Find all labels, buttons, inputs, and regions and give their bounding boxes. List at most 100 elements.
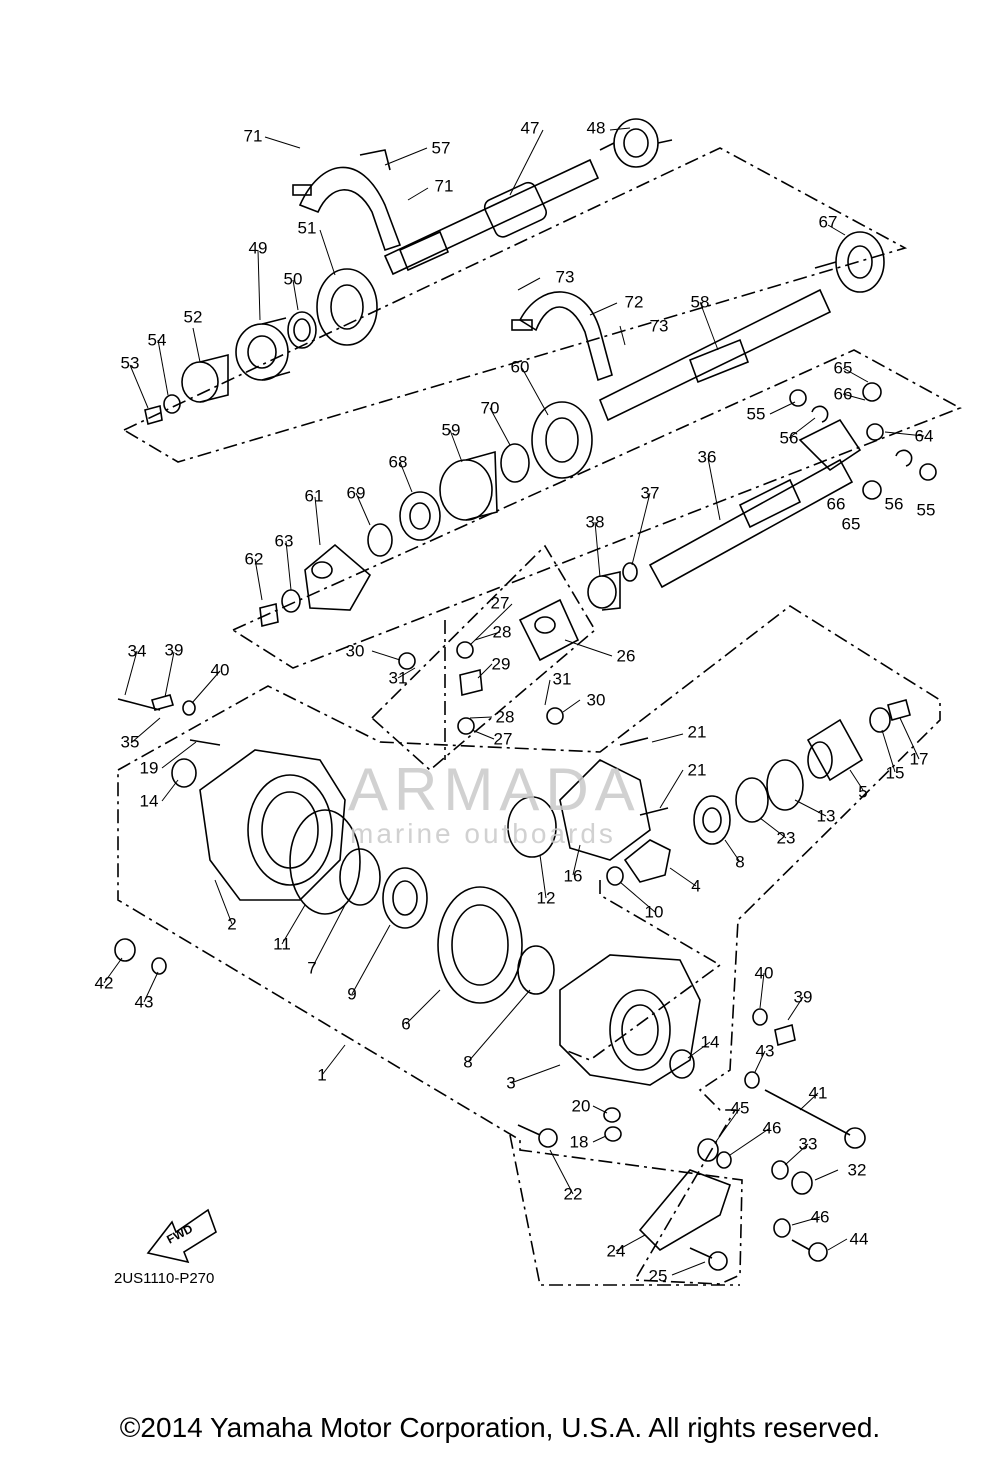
callout-label: 6 bbox=[401, 1014, 411, 1034]
callout-label: 21 bbox=[687, 722, 707, 742]
seal-70 bbox=[500, 443, 530, 483]
callout-label: 9 bbox=[347, 984, 357, 1004]
washer-15 bbox=[869, 707, 891, 733]
washer-33 bbox=[771, 1160, 789, 1180]
housing-59 bbox=[439, 450, 498, 521]
bearing-8a bbox=[517, 945, 555, 995]
callout-label: 39 bbox=[164, 640, 184, 660]
shim-7 bbox=[339, 848, 381, 906]
bracket-24 bbox=[638, 1169, 732, 1252]
flange-5 bbox=[806, 718, 864, 782]
callout-label: 66 bbox=[833, 384, 853, 404]
bolt-22 bbox=[517, 1124, 558, 1148]
callout-label: 27 bbox=[493, 729, 513, 749]
callout-label: 27 bbox=[490, 593, 510, 613]
callout-label: 19 bbox=[139, 758, 159, 778]
bearing-68 bbox=[399, 491, 441, 541]
callout-label: 8 bbox=[735, 852, 745, 872]
leader-lines bbox=[103, 127, 925, 1276]
callout-label: 69 bbox=[346, 483, 366, 503]
bracket-72 bbox=[511, 291, 613, 382]
callout-label: 53 bbox=[120, 353, 140, 373]
washer-43b bbox=[744, 1071, 760, 1089]
boot-38 bbox=[587, 571, 621, 611]
callout-label: 45 bbox=[730, 1098, 750, 1118]
pin-34 bbox=[117, 698, 161, 711]
callout-label: 63 bbox=[274, 531, 294, 551]
bolt-21a bbox=[619, 737, 649, 746]
callout-label: 32 bbox=[847, 1160, 867, 1180]
housing-2 bbox=[199, 749, 346, 901]
part-code: 2US1110-P270 bbox=[114, 1270, 215, 1287]
pin-19 bbox=[189, 739, 221, 746]
washer-54 bbox=[163, 394, 181, 414]
callout-label: 71 bbox=[434, 176, 454, 196]
callout-label: 46 bbox=[762, 1118, 782, 1138]
callout-label: 38 bbox=[585, 512, 605, 532]
plug-32 bbox=[791, 1171, 813, 1195]
nut-53 bbox=[144, 404, 163, 426]
callout-label: 37 bbox=[640, 483, 660, 503]
oring-12 bbox=[507, 796, 557, 858]
callout-label: 23 bbox=[776, 828, 796, 848]
plug-18 bbox=[604, 1126, 622, 1142]
callout-label: 50 bbox=[283, 269, 303, 289]
callout-label: 40 bbox=[210, 660, 230, 680]
bearing-9 bbox=[382, 867, 428, 929]
callout-label: 72 bbox=[624, 292, 644, 312]
callout-label: 7 bbox=[307, 958, 317, 978]
callout-label: 22 bbox=[563, 1184, 583, 1204]
callout-label: 55 bbox=[746, 404, 766, 424]
bearing-60 bbox=[531, 401, 593, 479]
seal-14a bbox=[171, 758, 197, 788]
callout-label: 70 bbox=[480, 398, 500, 418]
ring-gear-6 bbox=[437, 886, 523, 1004]
oring-11 bbox=[289, 809, 361, 915]
callout-label: 29 bbox=[491, 654, 511, 674]
callout-label: 54 bbox=[147, 330, 167, 350]
seal-50 bbox=[287, 311, 317, 349]
shaft-58 bbox=[598, 288, 832, 422]
fwd-arrow bbox=[146, 1208, 217, 1264]
callout-label: 62 bbox=[244, 549, 264, 569]
nut-45 bbox=[697, 1138, 719, 1162]
nut-17 bbox=[887, 699, 911, 721]
callout-label: 34 bbox=[127, 641, 147, 661]
callout-label: 30 bbox=[586, 690, 606, 710]
callout-label: 43 bbox=[755, 1041, 775, 1061]
callout-label: 49 bbox=[248, 238, 268, 258]
callout-label: 24 bbox=[606, 1241, 626, 1261]
boot-67 bbox=[814, 231, 885, 293]
callout-label: 17 bbox=[909, 749, 929, 769]
nut-42 bbox=[114, 938, 136, 962]
cap-30a bbox=[398, 652, 416, 670]
callout-label: 8 bbox=[463, 1052, 473, 1072]
callout-label: 14 bbox=[139, 791, 159, 811]
clip-23 bbox=[735, 777, 769, 823]
copyright-text: ©2014 Yamaha Motor Corporation, U.S.A. A… bbox=[119, 1412, 881, 1443]
seal-14b bbox=[669, 1049, 695, 1079]
callout-label: 48 bbox=[586, 118, 606, 138]
cap-65b bbox=[862, 480, 882, 500]
cap-55a bbox=[789, 389, 807, 407]
callout-label: 11 bbox=[273, 934, 291, 954]
case-16 bbox=[559, 759, 651, 861]
bolt-39 bbox=[150, 694, 175, 711]
callout-label: 25 bbox=[648, 1266, 668, 1286]
callout-label: 39 bbox=[793, 987, 813, 1007]
clip-56b bbox=[895, 449, 913, 467]
bolt-44 bbox=[791, 1239, 828, 1262]
washer-40 bbox=[182, 700, 196, 716]
callout-label: 5 bbox=[858, 782, 868, 802]
collar-10 bbox=[606, 866, 624, 886]
callout-label: 60 bbox=[510, 357, 530, 377]
callout-label: 55 bbox=[916, 500, 936, 520]
callout-label: 51 bbox=[297, 218, 317, 238]
callout-label: 64 bbox=[914, 426, 934, 446]
washer-46b bbox=[773, 1218, 791, 1238]
bearing-49 bbox=[235, 317, 291, 381]
clip-56a bbox=[811, 405, 829, 423]
nut-62 bbox=[259, 603, 279, 627]
bolt-21b bbox=[639, 807, 669, 816]
callout-label: 31 bbox=[388, 668, 408, 688]
